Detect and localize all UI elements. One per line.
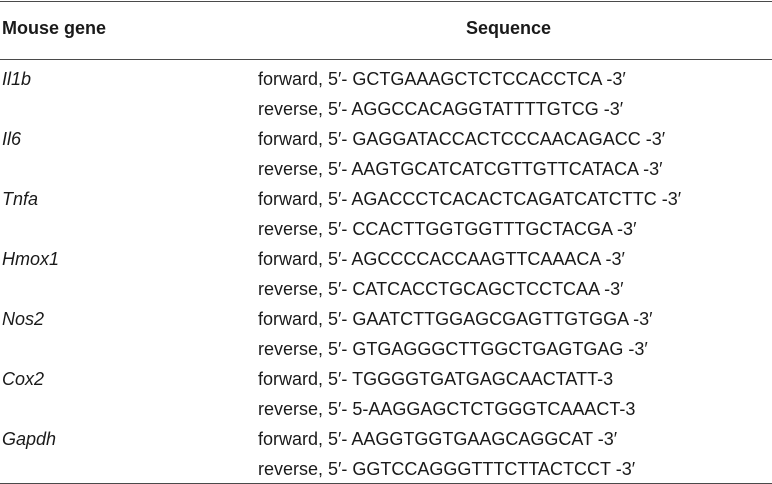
forward-primer: forward, 5′- AAGGTGGTGAAGCAGGCAT -3′ (258, 429, 618, 449)
table-row: Cox2 forward, 5′- TGGGGTGATGAGCAACTATT-3… (0, 362, 772, 422)
gene-name: Il1b (2, 69, 32, 89)
table-header: Mouse gene Sequence (0, 0, 772, 59)
forward-primer: forward, 5′- GAATCTTGGAGCGAGTTGTGGA -3′ (258, 309, 653, 329)
gene-name: Cox2 (2, 369, 45, 389)
forward-primer: forward, 5′- GAGGATACCACTCCCAACAGACC -3′ (258, 129, 666, 149)
reverse-primer: reverse, 5′- AGGCCACAGGTATTTTGTCG -3′ (258, 99, 624, 119)
table-row: Nos2 forward, 5′- GAATCTTGGAGCGAGTTGTGGA… (0, 302, 772, 362)
gene-name: Gapdh (2, 429, 57, 449)
table-row: Gapdh forward, 5′- AAGGTGGTGAAGCAGGCAT -… (0, 422, 772, 482)
forward-primer: forward, 5′- GCTGAAAGCTCTCCACCTCA -3′ (258, 69, 626, 89)
gene-name: Tnfa (2, 189, 39, 209)
column-header-sequence: Sequence (466, 18, 552, 38)
reverse-primer: reverse, 5′- GGTCCAGGGTTTCTTACTCCT -3′ (258, 459, 636, 479)
table-row: Tnfa forward, 5′- AGACCCTCACACTCAGATCATC… (0, 182, 772, 242)
table-row: Hmox1 forward, 5′- AGCCCCACCAAGTTCAAACA … (0, 242, 772, 302)
table-row: Il1b forward, 5′- GCTGAAAGCTCTCCACCTCA -… (0, 62, 772, 122)
reverse-primer: reverse, 5′- 5-AAGGAGCTCTGGGTCAAACT-3 (258, 399, 636, 419)
reverse-primer: reverse, 5′- AAGTGCATCATCGTTGTTCATACA -3… (258, 159, 663, 179)
reverse-primer: reverse, 5′- GTGAGGGCTTGGCTGAGTGAG -3′ (258, 339, 648, 359)
forward-primer: forward, 5′- AGACCCTCACACTCAGATCATCTTC -… (258, 189, 682, 209)
table-body: Il1b forward, 5′- GCTGAAAGCTCTCCACCTCA -… (0, 62, 772, 482)
forward-primer: forward, 5′- TGGGGTGATGAGCAACTATT-3 (258, 369, 614, 389)
table-header-rule (0, 59, 772, 60)
reverse-primer: reverse, 5′- CCACTTGGTGGTTTGCTACGA -3′ (258, 219, 637, 239)
reverse-primer: reverse, 5′- CATCACCTGCAGCTCCTCAA -3′ (258, 279, 624, 299)
forward-primer: forward, 5′- AGCCCCACCAAGTTCAAACA -3′ (258, 249, 625, 269)
column-header-mouse-gene: Mouse gene (2, 18, 107, 38)
table-row: Il6 forward, 5′- GAGGATACCACTCCCAACAGACC… (0, 122, 772, 182)
gene-name: Hmox1 (2, 249, 60, 269)
gene-name: Il6 (2, 129, 22, 149)
gene-name: Nos2 (2, 309, 45, 329)
table-top-rule (0, 1, 772, 2)
